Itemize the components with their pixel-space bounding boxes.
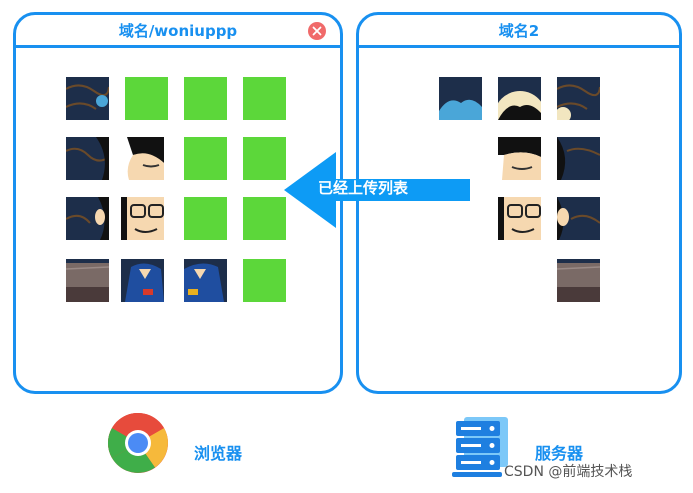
image-tile xyxy=(439,77,482,120)
image-tile xyxy=(557,77,600,120)
upload-list-arrow xyxy=(284,152,470,228)
browser-caption: 浏览器 xyxy=(194,444,243,463)
image-tile xyxy=(498,137,541,180)
server-icon xyxy=(452,417,508,477)
image-tile xyxy=(66,197,109,240)
uploaded-tile xyxy=(243,259,286,302)
uploaded-tile xyxy=(243,197,286,240)
watermark: CSDN @前端技术栈 xyxy=(504,464,633,480)
uploaded-tile xyxy=(184,77,227,120)
server-panel-title: 域名2 xyxy=(498,21,540,40)
uploaded-tile xyxy=(125,77,168,120)
uploaded-tile xyxy=(243,77,286,120)
browser-panel-title: 域名/woniuppp xyxy=(118,21,238,40)
image-tile xyxy=(121,197,164,240)
chrome-icon xyxy=(107,412,168,473)
image-tile xyxy=(121,137,164,180)
image-tile xyxy=(66,137,109,180)
image-tile xyxy=(498,197,541,240)
close-icon[interactable] xyxy=(308,22,326,40)
image-tile xyxy=(66,77,109,120)
browser-panel-header: 域名/woniuppp xyxy=(16,15,340,48)
uploaded-tile xyxy=(243,137,286,180)
uploaded-tile xyxy=(184,137,227,180)
image-tile xyxy=(557,259,600,302)
image-tile xyxy=(498,77,541,120)
server-panel-header: 域名2 xyxy=(359,15,679,48)
image-tile xyxy=(66,259,109,302)
arrow-label: 已经上传列表 xyxy=(318,179,409,197)
uploaded-tile xyxy=(184,197,227,240)
image-tile xyxy=(557,137,600,180)
server-caption: 服务器 xyxy=(535,444,584,463)
image-tile xyxy=(121,259,164,302)
image-tile xyxy=(557,197,600,240)
image-tile xyxy=(184,259,227,302)
